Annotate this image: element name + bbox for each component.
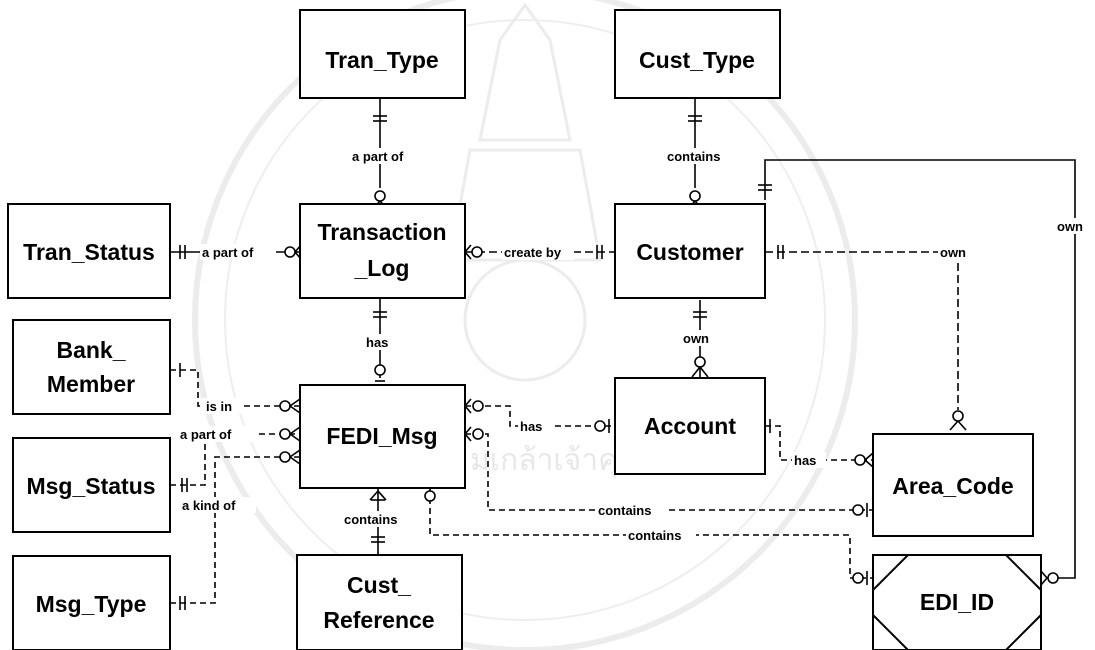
rel-label-bankmember-fedimsg: is in <box>206 399 232 414</box>
entity-msg-type-label: Msg_Type <box>36 591 147 617</box>
entity-fedi-msg-label: FEDI_Msg <box>326 423 437 449</box>
entity-edi-id-label: EDI_ID <box>920 589 994 615</box>
rel-label-transtatus-log: a part of <box>202 245 254 260</box>
entity-fedi-msg[interactable]: FEDI_Msg <box>299 384 466 489</box>
entity-cust-reference[interactable]: Cust_ Reference <box>296 554 463 650</box>
rel-label-fedimsg-areacode: contains <box>598 503 651 518</box>
entity-cust-type[interactable]: Cust_Type <box>614 9 781 99</box>
line-fedimsg-account <box>465 405 615 427</box>
entity-account[interactable]: Account <box>614 377 766 475</box>
line-fedimsg-ediid <box>429 488 873 579</box>
entity-cust-reference-label-2: Reference <box>323 607 434 633</box>
entity-bank-member[interactable]: Bank_ Member <box>12 319 171 415</box>
rel-label-trantype-log: a part of <box>352 149 404 164</box>
line-customer-ediid <box>764 159 1076 579</box>
rel-label-fedimsg-custref: contains <box>344 512 397 527</box>
rel-label-fedimsg-account: has <box>520 419 542 434</box>
rel-label-log-customer: create by <box>504 245 562 260</box>
entity-msg-status[interactable]: Msg_Status <box>12 437 171 533</box>
entity-edi-id[interactable]: EDI_ID <box>872 554 1042 650</box>
entity-customer-label: Customer <box>636 239 743 265</box>
rel-label-fedimsg-ediid: contains <box>628 528 681 543</box>
rel-label-account-areacode: has <box>794 453 816 468</box>
entity-customer[interactable]: Customer <box>614 203 766 299</box>
entity-bank-member-label-2: Member <box>47 371 135 397</box>
entity-tran-type-label: Tran_Type <box>325 47 438 73</box>
watermark-seal: มเกล้าเจ้าคุณทหาร <box>192 0 858 650</box>
rel-label-msgstatus-fedimsg: a part of <box>180 427 232 442</box>
entity-msg-status-label: Msg_Status <box>26 473 155 499</box>
entity-msg-type[interactable]: Msg_Type <box>12 555 171 650</box>
entity-transaction-log-label-1: Transaction <box>317 219 446 245</box>
rel-label-custtype-customer: contains <box>667 149 720 164</box>
rel-label-log-fedimsg: has <box>366 335 388 350</box>
entity-tran-type[interactable]: Tran_Type <box>299 9 466 99</box>
entity-bank-member-label-1: Bank_ <box>56 337 125 363</box>
entity-cust-type-label: Cust_Type <box>639 47 755 73</box>
line-account-areacode <box>765 425 873 461</box>
entity-area-code-label: Area_Code <box>892 473 1013 499</box>
rel-label-customer-ediid: own <box>1057 219 1083 234</box>
line-msgtype-fedimsg <box>170 456 300 604</box>
line-customer-areacode <box>765 251 959 410</box>
entity-account-label: Account <box>644 413 736 439</box>
entity-cust-reference-label-1: Cust_ <box>347 572 411 598</box>
rel-label-customer-account: own <box>683 331 709 346</box>
entity-area-code[interactable]: Area_Code <box>872 433 1034 537</box>
entity-tran-status-label: Tran_Status <box>23 239 155 265</box>
line-bankmember-fedimsg <box>170 369 300 407</box>
rel-label-customer-areacode: own <box>940 245 966 260</box>
entity-tran-status[interactable]: Tran_Status <box>7 203 171 299</box>
rel-label-msgtype-fedimsg: a kind of <box>182 498 236 513</box>
entity-transaction-log[interactable]: Transaction _Log <box>299 203 466 299</box>
entity-transaction-log-label-2: _Log <box>354 255 410 281</box>
